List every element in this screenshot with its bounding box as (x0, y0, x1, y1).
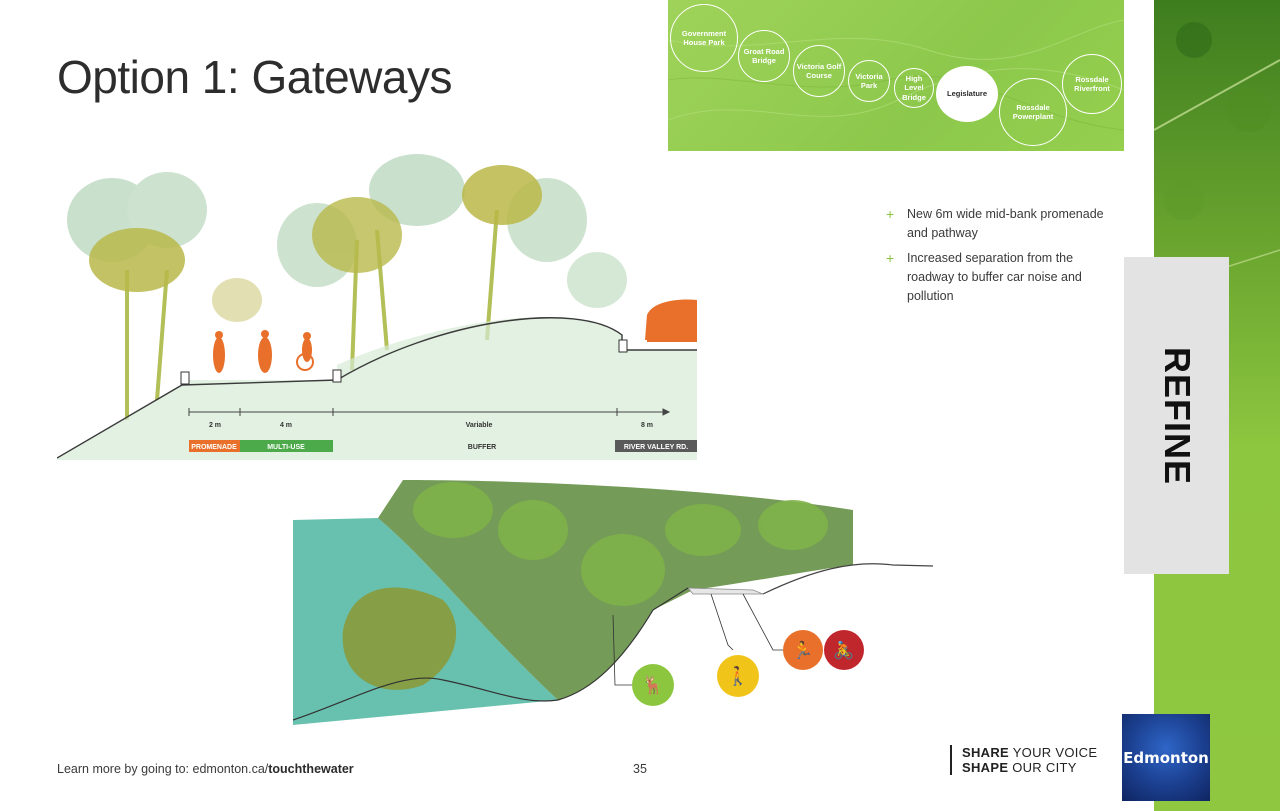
bullet-item: +New 6m wide mid-bank promenade and path… (886, 206, 1104, 240)
car-icon (645, 299, 697, 342)
edmonton-logo: Edmonton (1122, 714, 1210, 801)
stage-label-box: REFINE (1124, 257, 1229, 574)
map-node-rossdale-riverfront[interactable]: Rossdale Riverfront (1062, 54, 1122, 114)
zone-label-promenade: PROMENADE (191, 444, 237, 451)
dimension-label: 4 m (280, 422, 292, 429)
perspective-rendering: 🦌 🚶 🏃 🚴 (292, 470, 934, 725)
zone-label-multi-use: MULTI-USE (267, 444, 305, 451)
map-node-high-level-bridge[interactable]: High Level Bridge (894, 68, 934, 108)
zone-bar-river-valley-rd (615, 440, 697, 452)
map-node-victoria-park[interactable]: Victoria Park (848, 60, 890, 102)
svg-text:🏃: 🏃 (792, 640, 813, 661)
plus-icon: + (886, 206, 895, 222)
dimension-line (188, 408, 671, 416)
deer-icon: 🦌 (632, 664, 674, 706)
map-node-groat-road-bridge[interactable]: Groat Road Bridge (738, 30, 790, 82)
map-node-government-house-park[interactable]: Government House Park (670, 4, 738, 72)
dimension-label: 2 m (209, 422, 221, 429)
walking-icon: 🚶 (717, 655, 759, 697)
map-node-rossdale-powerplant[interactable]: Rossdale Powerplant (999, 78, 1067, 146)
aerial-photo-texture (1154, 22, 1280, 291)
bicycle-icon: 🚴 (824, 630, 864, 670)
zone-label-buffer: BUFFER (468, 444, 496, 451)
bullet-item: +Increased separation from the roadway t… (886, 250, 1082, 303)
cross-section-illustration: 2 m 4 m Variable 8 m PROMENADE MULTI-USE… (56, 154, 697, 460)
stage-label: REFINE (1156, 346, 1198, 485)
svg-text:🦌: 🦌 (642, 674, 664, 696)
people-figures (213, 330, 314, 373)
zone-bar-multi-use (240, 440, 333, 452)
bullet-list: +New 6m wide mid-bank promenade and path… (886, 205, 1116, 312)
svg-text:🚶: 🚶 (727, 665, 749, 687)
cross-section-diagram: 2 m 4 m Variable 8 m PROMENADE MULTI-USE… (56, 150, 697, 460)
corridor-map: Government House Park Groat Road Bridge … (668, 0, 1124, 151)
plus-icon: + (886, 250, 895, 266)
page-number: 35 (633, 762, 647, 776)
running-icon: 🏃 (783, 630, 823, 670)
learn-more-link[interactable]: Learn more by going to: edmonton.ca/touc… (57, 762, 354, 776)
dimension-label: Variable (466, 422, 493, 429)
zone-bar-promenade (189, 440, 240, 452)
foreground-trees (89, 165, 542, 322)
share-tagline: SHARE YOUR VOICE SHAPE OUR CITY (950, 745, 1097, 775)
perspective-illustration: 🦌 🚶 🏃 🚴 (292, 480, 934, 725)
svg-text:🚴: 🚴 (833, 640, 854, 661)
map-node-victoria-golf-course[interactable]: Victoria Golf Course (793, 45, 845, 97)
zone-label-river-valley-rd: RIVER VALLEY RD. (624, 444, 688, 451)
dimension-label: 8 m (641, 422, 653, 429)
page-title: Option 1: Gateways (57, 51, 452, 103)
map-node-legislature[interactable]: Legislature (936, 66, 998, 122)
